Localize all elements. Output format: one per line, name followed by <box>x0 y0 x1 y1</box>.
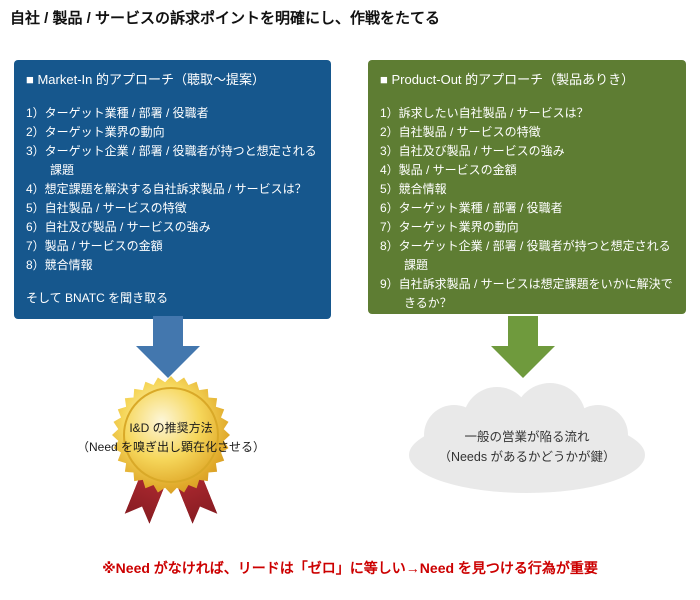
list-item: 6）自社及び製品 / サービスの強み <box>26 220 211 234</box>
medal-seal-svg <box>112 376 230 494</box>
medal-text: I&D の推奨方法 （Need を嗅ぎ出し顕在化させる） <box>77 419 265 457</box>
market-in-footer: そして BNATC を聞き取る <box>26 291 169 305</box>
cloud-line2: （Needs があるかどうかが鍵） <box>438 450 616 464</box>
cloud-puffs <box>409 383 645 493</box>
market-in-box: ■ Market-In 的アプローチ（聴取～提案） 1）ターゲット業種 / 部署… <box>14 60 331 319</box>
down-arrow-blue <box>136 316 200 378</box>
list-item: 9）自社訴求製品 / サービスは想定課題をいかに解決できるか？ <box>380 277 673 310</box>
list-item: 2）自社製品 / サービスの特徴 <box>380 125 541 139</box>
footnote: ※Need がなければ、リードは「ゼロ」に等しい→Need を見つける行為が重要 <box>102 560 598 576</box>
cloud-line1: 一般の営業が陥る流れ <box>464 430 590 444</box>
list-item: 3）ターゲット企業 / 部署 / 役職者が持つと想定される課題 <box>26 144 317 177</box>
cloud-svg <box>409 383 645 493</box>
cloud-text: 一般の営業が陥る流れ （Needs があるかどうかが鍵） <box>438 427 615 467</box>
list-item: 8）ターゲット企業 / 部署 / 役職者が持つと想定される課題 <box>380 239 671 272</box>
product-out-items: 1）訴求したい自社製品 / サービスは？ 2）自社製品 / サービスの特徴 3）自社… <box>380 104 674 313</box>
product-out-box: ■ Product-Out 的アプローチ（製品ありき） 1）訴求したい自社製品 … <box>368 60 686 314</box>
list-item: 3）自社及び製品 / サービスの強み <box>380 144 565 158</box>
list-item: 1）ターゲット業種 / 部署 / 役職者 <box>26 106 209 120</box>
down-arrow-blue-shape <box>136 316 200 378</box>
list-item: 6）ターゲット業種 / 部署 / 役職者 <box>380 201 563 215</box>
down-arrow-green <box>491 316 555 378</box>
medal-seal <box>112 376 230 494</box>
cloud-shape: 一般の営業が陥る流れ （Needs があるかどうかが鍵） <box>402 383 652 498</box>
list-item: 5）競合情報 <box>380 182 447 196</box>
medal-line2: （Need を嗅ぎ出し顕在化させる） <box>76 440 266 454</box>
product-out-heading: ■ Product-Out 的アプローチ（製品ありき） <box>380 72 635 87</box>
list-item: 4）想定課題を解決する自社訴求製品 / サービスは？ <box>26 182 307 196</box>
list-item: 7）ターゲット業界の動向 <box>380 220 519 234</box>
medal-line1: I&D の推奨方法 <box>129 421 213 435</box>
down-arrow-green-shape <box>491 316 555 378</box>
page-title: 自社 / 製品 / サービスの訴求ポイントを明確にし、作戦をたてる <box>10 10 441 27</box>
market-in-heading: ■ Market-In 的アプローチ（聴取～提案） <box>26 72 265 87</box>
list-item: 7）製品 / サービスの金額 <box>26 239 163 253</box>
medal-inner-ring <box>123 387 219 483</box>
list-item: 8）競合情報 <box>26 258 93 272</box>
list-item: 1）訴求したい自社製品 / サービスは？ <box>380 106 589 120</box>
medal-badge: I&D の推奨方法 （Need を嗅ぎ出し顕在化させる） <box>77 375 265 525</box>
list-item: 2）ターゲット業界の動向 <box>26 125 165 139</box>
list-item: 5）自社製品 / サービスの特徴 <box>26 201 187 215</box>
market-in-items: 1）ターゲット業種 / 部署 / 役職者 2）ターゲット業界の動向 3）ターゲット企… <box>26 104 319 275</box>
list-item: 4）製品 / サービスの金額 <box>380 163 517 177</box>
